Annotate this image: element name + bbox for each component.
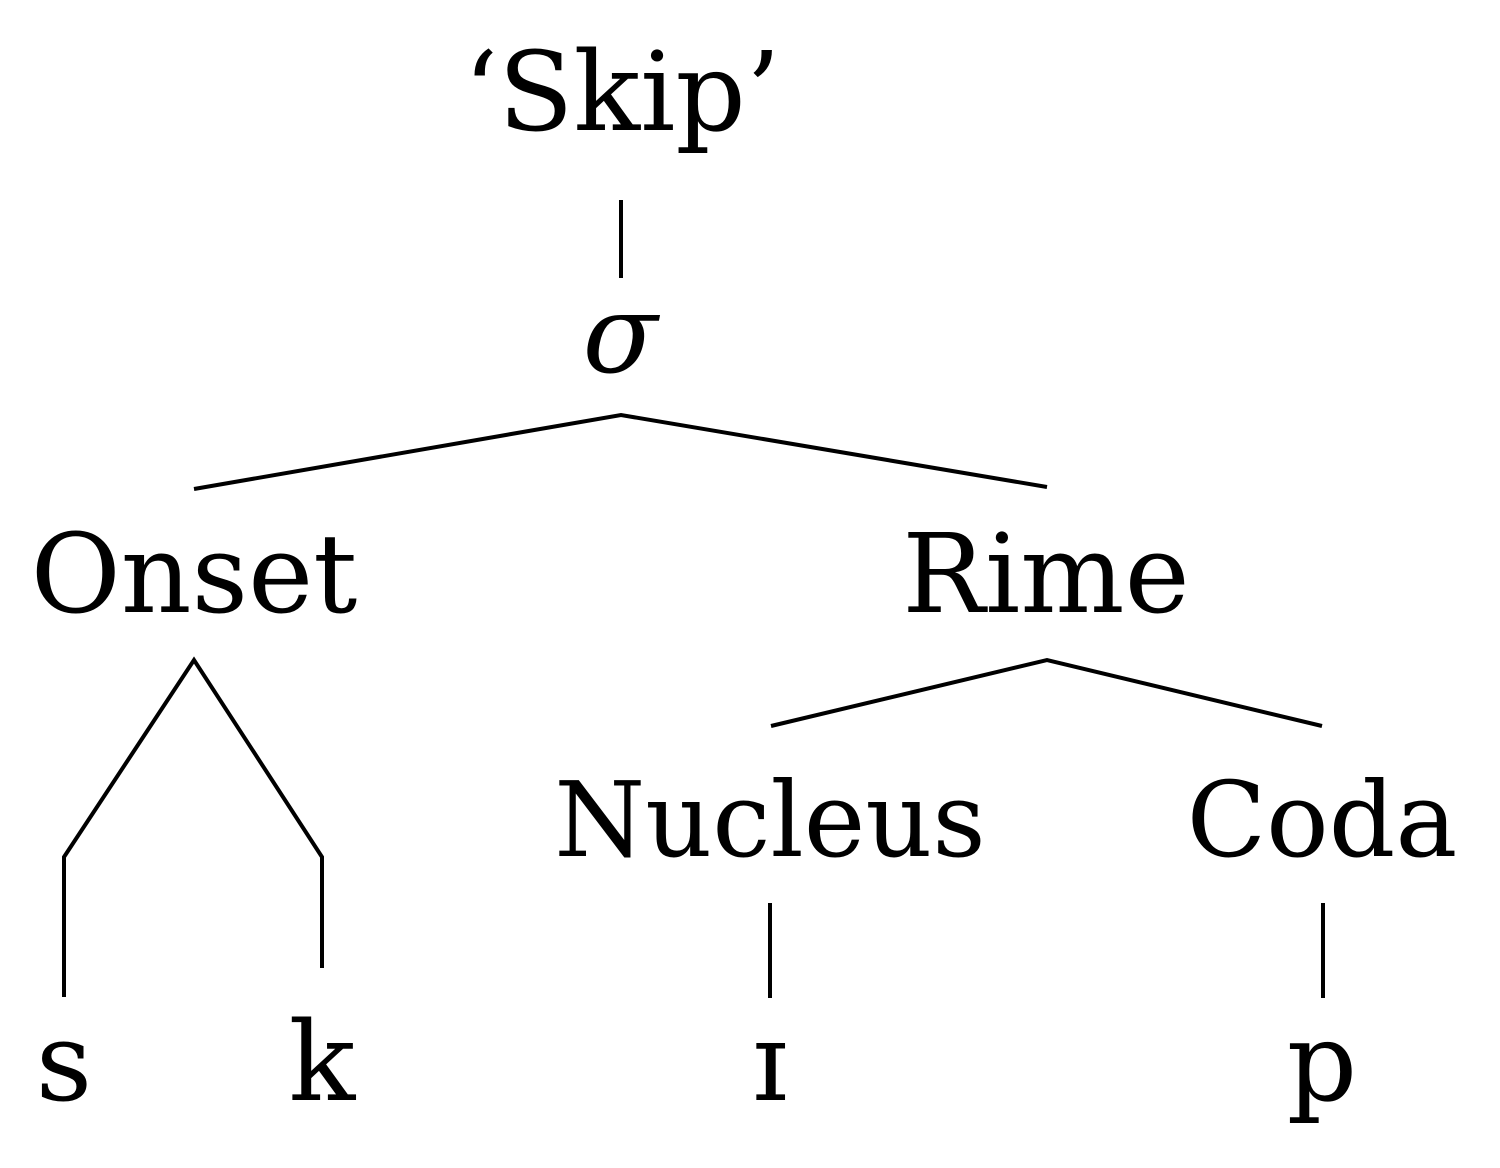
rime-branches (770, 657, 1323, 728)
rime-label: Rime (902, 510, 1189, 638)
segment-s-label: s (36, 998, 92, 1126)
segment-p-label: p (1287, 998, 1357, 1126)
onset-branches (62, 656, 324, 997)
syllable-label: σ (582, 270, 660, 398)
coda-label: Coda (1187, 759, 1458, 881)
segment-i-label: ɪ (752, 998, 787, 1126)
nucleus-label: Nucleus (554, 759, 985, 881)
word-label: ‘Skip’ (463, 28, 781, 156)
onset-label: Onset (31, 510, 358, 638)
syllable-branches (193, 412, 1048, 491)
segment-k-label: k (289, 998, 357, 1126)
